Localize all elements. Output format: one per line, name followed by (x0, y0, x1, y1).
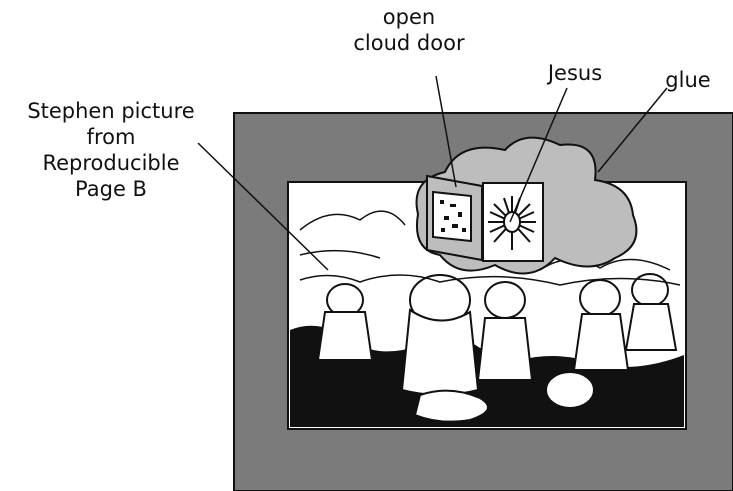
open-cloud-door-label: open cloud door (340, 4, 478, 56)
stephen-label-line-3: Reproducible (4, 150, 218, 176)
open-cloud-door-line-1: open (340, 4, 478, 30)
stephen-label-line-4: Page B (4, 176, 218, 202)
open-cloud-door-line-2: cloud door (340, 30, 478, 56)
jesus-label: Jesus (535, 60, 615, 86)
jesus-panel (483, 183, 543, 261)
stephen-picture-label: Stephen picture from Reproducible Page B (4, 98, 218, 202)
glue-label: glue (650, 67, 726, 93)
stephen-label-line-2: from (4, 124, 218, 150)
stephen-label-line-1: Stephen picture (4, 98, 218, 124)
cloud-door (427, 176, 482, 260)
